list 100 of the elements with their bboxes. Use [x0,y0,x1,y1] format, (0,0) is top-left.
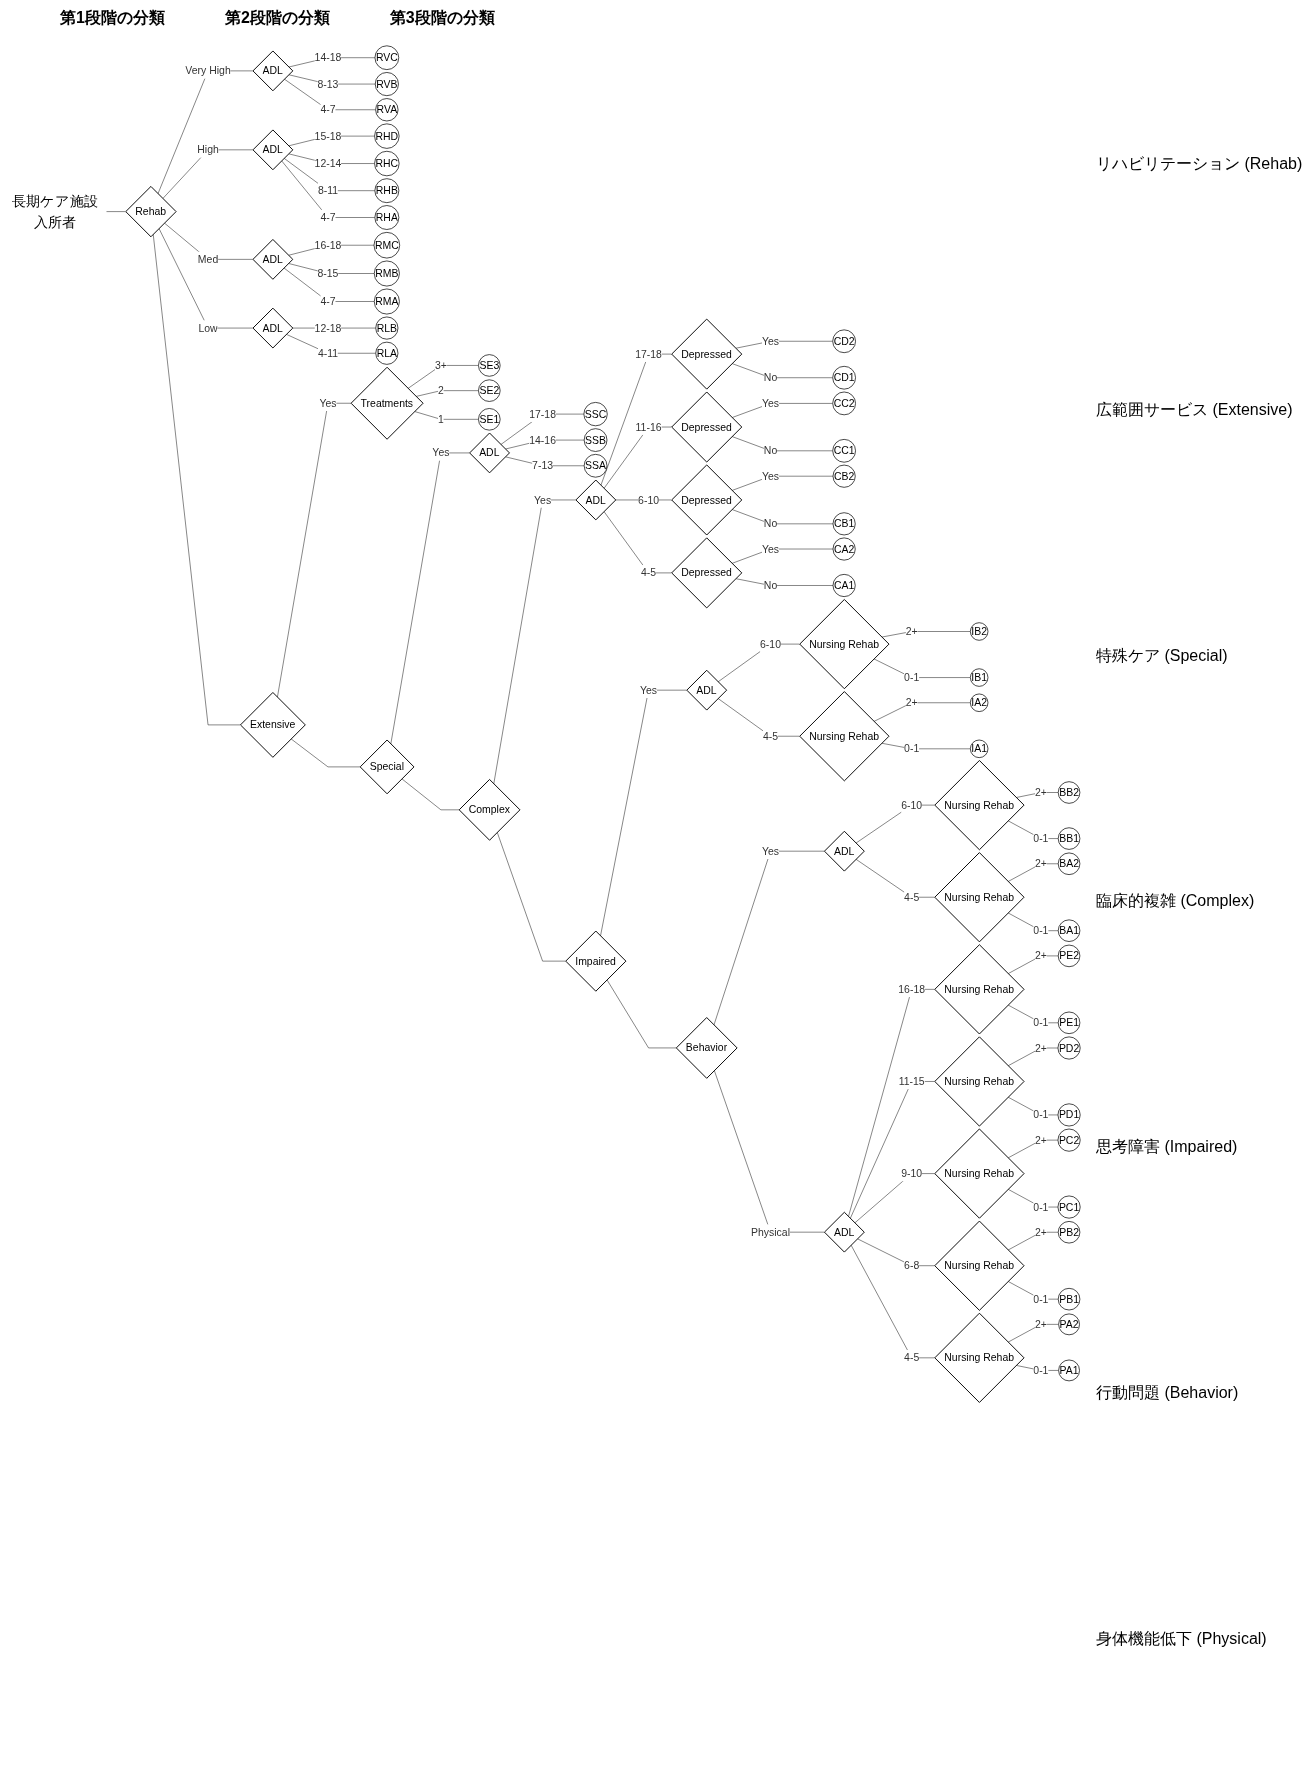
node-circle: RMC [373,232,401,259]
node-circle: SSB [583,428,608,452]
connector [717,643,800,683]
node-diamond: ADL [686,669,728,711]
connector [497,832,566,962]
edge-label: 0-1 [1033,1293,1049,1306]
edge-label: Yes [319,397,337,410]
edge-label: 2+ [1034,1318,1047,1331]
edge-label: Very High [185,64,231,77]
connector [415,390,479,397]
edge-label: 6-10 [760,638,781,651]
edge-label: 8-13 [317,78,339,91]
node-diamond: Special [359,739,415,795]
edge-label: 6-8 [904,1259,920,1272]
connector [281,160,376,218]
node-circle: SSA [583,454,608,478]
connector [873,658,971,678]
edge-label: 0-1 [1033,832,1049,845]
node-circle: RHB [374,178,400,204]
node-circle: RLA [375,341,399,365]
edge-label: Low [198,322,218,335]
node-diamond: Nursing Rehab [934,852,1025,943]
node-circle: SSC [583,402,608,427]
connector [600,353,672,486]
edge-label: Physical [751,1226,790,1239]
node-diamond: Nursing Rehab [934,760,1025,851]
edge-label: 0-1 [904,742,920,755]
edge-label: 8-15 [317,267,339,280]
edge-label: 11-16 [635,421,662,433]
node-circle: CB2 [832,464,856,488]
node-circle: PC2 [1057,1128,1081,1152]
node-diamond: Depressed [671,464,743,536]
edge-label: No [763,444,778,457]
edge-label: 4-7 [320,103,336,116]
edge-label: 4-11 [317,347,339,360]
category-label: リハビリテーション (Rehab) [1095,154,1304,175]
node-circle: RHA [374,205,400,230]
node-circle: CA1 [832,574,856,597]
node-diamond: ADL [469,432,510,474]
edge-label: 0-1 [1033,1016,1049,1029]
edge-label: 2+ [1034,786,1047,799]
edge-label: 9-10 [901,1167,923,1180]
column-heading: 第3段階の分類 [389,8,495,28]
edge-label: 14-18 [314,51,342,64]
node-circle: RMA [373,288,400,315]
edge-label: 2+ [1034,857,1047,870]
connector [277,403,352,698]
node-diamond: Nursing Rehab [799,691,890,782]
edge-label: Yes [761,397,780,410]
edge-label: 16-18 [314,239,342,252]
connector [158,228,253,329]
node-circle: SE3 [478,354,501,377]
connector [288,74,376,85]
connector [1007,955,1059,974]
connector [850,1081,935,1219]
node-diamond: ADL [252,307,294,349]
edge-label: 16-18 [898,983,926,996]
node-circle: BB2 [1057,781,1081,804]
node-diamond: Nursing Rehab [934,1312,1025,1403]
node-diamond: ADL [575,479,617,521]
edge-label: 0-1 [1033,1201,1049,1213]
connector [390,452,470,745]
node-circle: SE1 [478,408,501,431]
connector [1007,1232,1059,1251]
edge-label: 2+ [1034,1042,1047,1054]
node-circle: IB2 [970,622,989,641]
category-label: 身体機能低下 (Physical) [1095,1628,1268,1649]
node-diamond: Rehab [125,185,177,238]
connector [881,631,971,638]
edge-label: Yes [534,494,552,506]
node-circle: BA1 [1057,919,1081,942]
node-diamond: Treatments [350,366,424,440]
edge-label: Yes [761,543,780,555]
category-label: 行動問題 (Behavior) [1095,1382,1240,1403]
node-circle: PA1 [1058,1359,1080,1382]
edge-label: 6-10 [638,494,660,506]
edge-label: 4-5 [904,1351,920,1364]
node-diamond: Behavior [675,1017,738,1079]
node-circle: IA1 [970,739,989,758]
edge-label: 17-18 [635,348,662,361]
node-diamond: Nursing Rehab [799,599,890,690]
node-circle: RLB [375,316,399,340]
category-label: 臨床的複雑 (Complex) [1095,891,1256,912]
node-circle: SE2 [478,379,501,402]
connector [854,1173,935,1224]
node-diamond: ADL [252,238,294,280]
node-circle: PB2 [1057,1221,1081,1244]
node-circle: PD2 [1057,1036,1081,1060]
edge-label: Yes [432,446,450,459]
node-circle: CB1 [832,512,856,536]
node-diamond: Depressed [671,537,743,609]
node-circle: CC2 [832,391,856,416]
edge-label: 1 [437,413,444,426]
category-label: 広範囲サービス (Extensive) [1095,400,1294,421]
connector [283,267,375,302]
node-circle: RHC [374,150,400,177]
edge-label: 17-18 [529,408,556,421]
node-circle: PA2 [1058,1313,1080,1336]
node-diamond: Depressed [671,318,743,390]
connector [505,456,585,466]
